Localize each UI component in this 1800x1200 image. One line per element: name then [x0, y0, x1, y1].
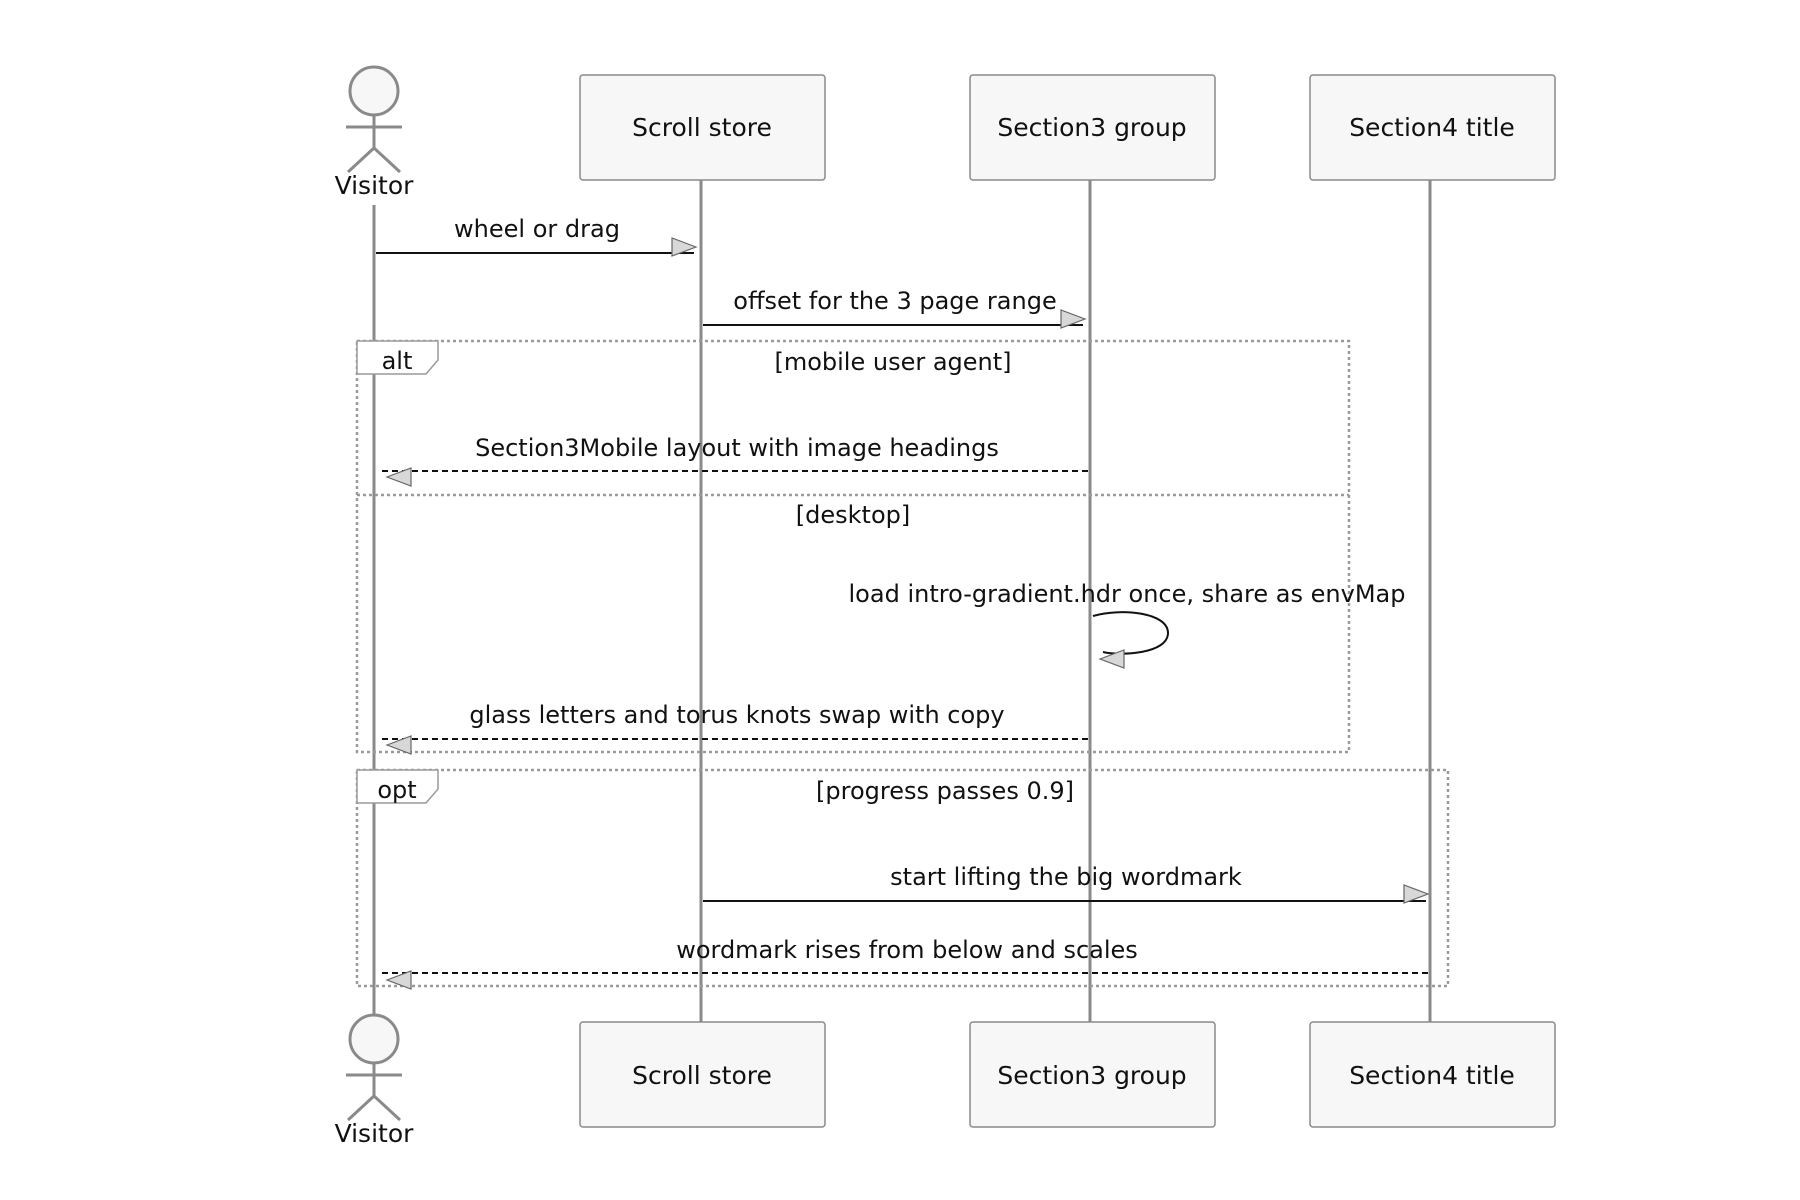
- message-label: wheel or drag: [454, 215, 620, 243]
- participant-visitor-bottom: Visitor: [335, 1013, 415, 1148]
- message-self-loop: [1092, 611, 1170, 655]
- participant-scroll-store-top: Scroll store: [579, 74, 826, 181]
- participant-label-section3-group-bottom: Section3 group: [997, 1061, 1186, 1090]
- participant-section3-group-bottom: Section3 group: [969, 1021, 1216, 1128]
- participant-section3-group-top: Section3 group: [969, 74, 1216, 181]
- fragment-alt-tab: [356, 340, 439, 375]
- message-label: start lifting the big wordmark: [890, 863, 1242, 891]
- message-label: wordmark rises from below and scales: [676, 936, 1138, 964]
- participant-label-section4-title-bottom: Section4 title: [1349, 1061, 1515, 1090]
- participant-label-section3-group-top: Section3 group: [997, 113, 1186, 142]
- participant-visitor-top: Visitor: [335, 65, 415, 200]
- message-load-intro-gradient: load intro-gradient.hdr once, share as e…: [849, 580, 1406, 669]
- participant-scroll-store-bottom: Scroll store: [579, 1021, 826, 1128]
- participant-section4-title-bottom: Section4 title: [1309, 1021, 1556, 1128]
- participant-label-visitor-bottom: Visitor: [335, 1119, 415, 1148]
- message-label: Section3Mobile layout with image heading…: [475, 434, 999, 462]
- fragment-alt-condition-mobile: [mobile user agent]: [774, 348, 1011, 376]
- arrow-head-left: [385, 970, 412, 990]
- fragment-alt-keyword: alt: [382, 347, 413, 375]
- arrow-head-left: [385, 735, 412, 755]
- fragment-opt-condition: [progress passes 0.9]: [816, 777, 1074, 805]
- message-wheel-or-drag: wheel or drag: [376, 215, 698, 257]
- message-label: load intro-gradient.hdr once, share as e…: [849, 580, 1406, 608]
- message-label: glass letters and torus knots swap with …: [469, 701, 1004, 729]
- message-glass-letters-swap: glass letters and torus knots swap with …: [382, 701, 1088, 755]
- participant-label-section4-title-top: Section4 title: [1349, 113, 1515, 142]
- participant-label-scroll-store-bottom: Scroll store: [632, 1061, 772, 1090]
- message-wordmark-rises: wordmark rises from below and scales: [382, 936, 1428, 990]
- fragment-opt-tab: [356, 769, 439, 804]
- participant-section4-title-top: Section4 title: [1309, 74, 1556, 181]
- message-label: offset for the 3 page range: [733, 287, 1056, 315]
- arrow-head-left: [385, 467, 412, 487]
- fragment-alt: alt [mobile user agent] [desktop]: [355, 339, 1351, 754]
- arrow-head-left: [1098, 649, 1125, 669]
- participant-label-scroll-store-top: Scroll store: [632, 113, 772, 142]
- arrow-head-right: [1060, 309, 1087, 329]
- fragment-opt: opt [progress passes 0.9]: [355, 768, 1450, 988]
- fragment-opt-keyword: opt: [377, 776, 416, 804]
- message-offset-for-page-range: offset for the 3 page range: [703, 287, 1087, 329]
- arrow-head-right: [1403, 884, 1430, 904]
- fragment-alt-frame: [355, 339, 1351, 754]
- arrow-head-right: [671, 237, 698, 257]
- participant-label-visitor-top: Visitor: [335, 171, 415, 200]
- message-section3mobile-layout: Section3Mobile layout with image heading…: [382, 434, 1088, 487]
- actor-icon: [346, 1013, 402, 1122]
- actor-icon: [346, 65, 402, 174]
- fragment-alt-condition-desktop: [desktop]: [796, 501, 910, 529]
- message-start-lifting-wordmark: start lifting the big wordmark: [703, 863, 1430, 904]
